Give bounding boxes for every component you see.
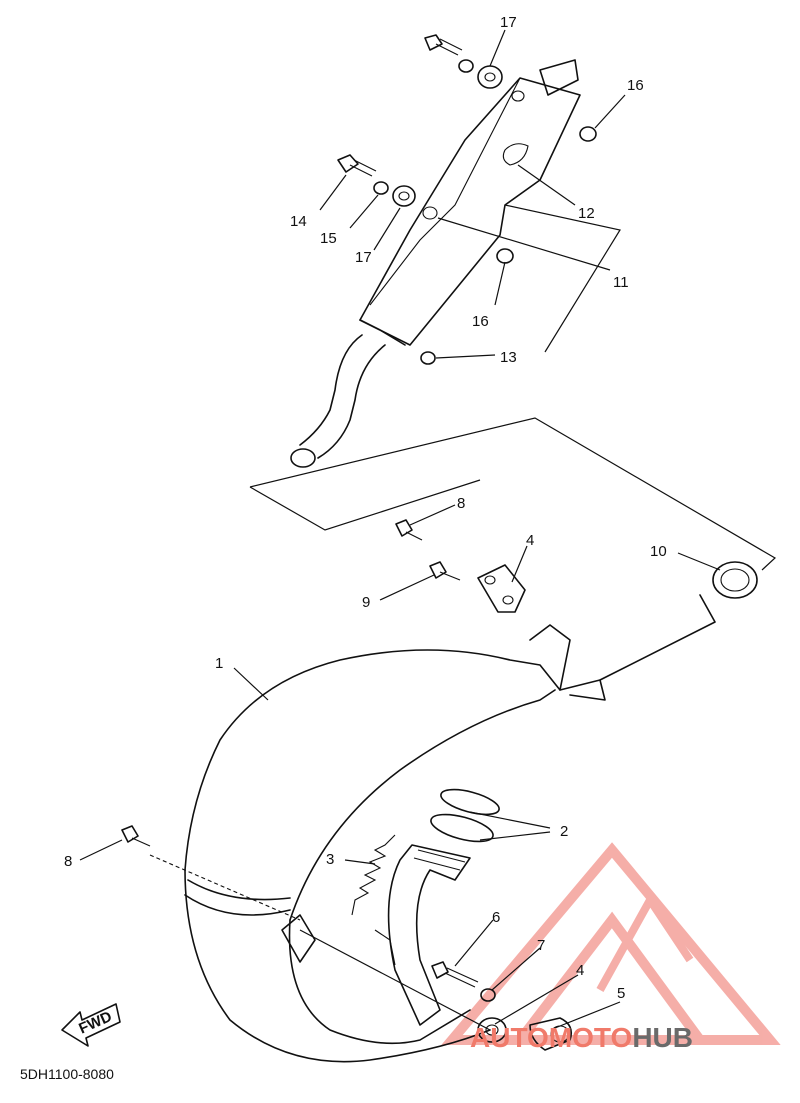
- header-pipe: [374, 844, 471, 1026]
- callout-4: 4: [576, 962, 584, 979]
- collar-17b: [392, 185, 416, 207]
- leader-lines: [79, 29, 721, 1029]
- callout-1: 1: [215, 655, 223, 672]
- bracket-4-upper: [477, 564, 526, 613]
- callout-12: 12: [578, 205, 595, 222]
- bolt-6: [431, 961, 496, 1002]
- watermark-logo: [441, 842, 781, 1045]
- grommet-16a: [579, 126, 597, 142]
- callout-17: 17: [355, 249, 372, 266]
- bolt-14: [337, 154, 377, 177]
- watermark-text: AUTOMOTOHUB: [470, 1022, 693, 1053]
- bolt-8-upper: [395, 519, 423, 541]
- callout-14: 14: [290, 213, 307, 230]
- callout-4: 4: [526, 532, 534, 549]
- silencer: [290, 59, 581, 468]
- bolt-8-lower: [121, 825, 151, 847]
- joint-10: [712, 561, 758, 599]
- callout-16: 16: [472, 313, 489, 330]
- callout-9: 9: [362, 594, 370, 611]
- callout-16: 16: [627, 77, 644, 94]
- callout-5: 5: [617, 985, 625, 1002]
- grommet-16b: [496, 248, 514, 264]
- callout-3: 3: [326, 851, 334, 868]
- callout-6: 6: [492, 909, 500, 926]
- diagram-code: 5DH1100-8080: [20, 1066, 114, 1082]
- callout-8: 8: [64, 853, 72, 870]
- washer-15: [373, 181, 389, 195]
- bolt-17a: [424, 34, 503, 89]
- callout-10: 10: [650, 543, 667, 560]
- screw-13: [420, 351, 436, 365]
- callout-11: 11: [613, 274, 629, 291]
- callouts: 17 16 12 14 15 17 11 16 13 8 4 10 9 1 2 …: [64, 14, 667, 1002]
- exhaust-pipe: [149, 594, 716, 1063]
- gasket-rings: [430, 788, 500, 843]
- callout-2: 2: [560, 823, 568, 840]
- callout-7: 7: [537, 937, 545, 954]
- bracket-4-lower: [477, 1017, 507, 1043]
- bolt-9: [429, 561, 461, 581]
- fwd-arrow-icon: FWD: [61, 1003, 121, 1047]
- spring-3: [351, 834, 396, 916]
- callout-8: 8: [457, 495, 465, 512]
- callout-15: 15: [320, 230, 337, 247]
- callout-13: 13: [500, 349, 517, 366]
- callout-17: 17: [500, 14, 517, 31]
